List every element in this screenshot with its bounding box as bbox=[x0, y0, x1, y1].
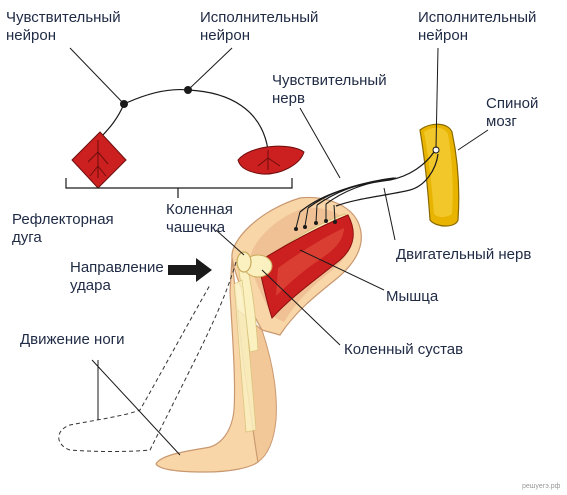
label-sensory-neuron: Чувствительный нейрон bbox=[6, 9, 125, 44]
reflex-arc-schema bbox=[66, 86, 304, 198]
nerve-lines bbox=[300, 152, 438, 212]
label-strike-direction: Направление удара bbox=[70, 259, 168, 294]
receptor-skin bbox=[72, 132, 126, 188]
label-sensory-nerve: Чувствительный нерв bbox=[272, 72, 391, 107]
label-muscle: Мышца bbox=[386, 288, 439, 305]
label-executive-neuron: Исполнительный нейрон bbox=[200, 9, 323, 44]
spinal-cord bbox=[420, 124, 459, 226]
label-spinal-cord: Спиной мозг bbox=[486, 95, 543, 130]
label-executive-neuron-spinal: Исполнительный нейрон bbox=[418, 9, 541, 44]
label-kneecap: Коленная чашечка bbox=[166, 201, 237, 236]
label-reflex-arc: Рефлекторная дуга bbox=[12, 211, 118, 246]
label-leg-movement: Движение ноги bbox=[20, 331, 125, 348]
label-knee-joint: Коленный сустав bbox=[344, 341, 463, 358]
watermark: решуегэ.рф bbox=[522, 483, 561, 490]
label-motor-nerve: Двигательный нерв bbox=[396, 246, 531, 263]
strike-direction-arrow bbox=[168, 258, 212, 282]
leg-illustration bbox=[156, 197, 361, 472]
